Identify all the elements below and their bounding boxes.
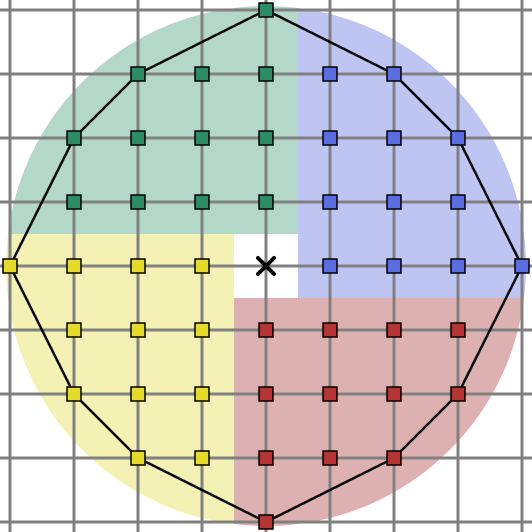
green-marker [130, 130, 146, 146]
yellow-marker [66, 258, 82, 274]
yellow-marker [194, 450, 210, 466]
yellow-marker [2, 258, 18, 274]
yellow-marker [130, 450, 146, 466]
green-marker [66, 130, 82, 146]
green-marker [194, 194, 210, 210]
red-marker [386, 450, 402, 466]
green-marker [258, 2, 274, 18]
green-marker [66, 194, 82, 210]
yellow-marker [130, 258, 146, 274]
yellow-marker [194, 322, 210, 338]
green-marker [194, 66, 210, 82]
blue-marker [450, 130, 466, 146]
green-marker [258, 194, 274, 210]
green-marker [130, 66, 146, 82]
blue-marker [386, 258, 402, 274]
red-marker [386, 322, 402, 338]
yellow-marker [130, 322, 146, 338]
blue-marker [450, 194, 466, 210]
x-icon [256, 256, 276, 276]
green-marker [258, 130, 274, 146]
yellow-marker [66, 322, 82, 338]
red-marker [450, 386, 466, 402]
blue-marker [386, 130, 402, 146]
blue-marker [322, 258, 338, 274]
blue-marker [386, 66, 402, 82]
red-marker [258, 322, 274, 338]
yellow-marker [194, 258, 210, 274]
red-marker [322, 450, 338, 466]
red-marker [258, 386, 274, 402]
yellow-marker [130, 386, 146, 402]
yellow-marker [66, 386, 82, 402]
red-marker [322, 386, 338, 402]
green-marker [130, 194, 146, 210]
blue-marker [514, 258, 530, 274]
red-marker [386, 386, 402, 402]
blue-marker [322, 130, 338, 146]
blue-marker [386, 194, 402, 210]
red-marker [322, 322, 338, 338]
red-marker [258, 450, 274, 466]
blue-marker [322, 66, 338, 82]
red-marker [450, 322, 466, 338]
green-marker [194, 130, 210, 146]
green-marker [258, 66, 274, 82]
blue-marker [322, 194, 338, 210]
red-marker [258, 514, 274, 530]
blue-marker [450, 258, 466, 274]
yellow-marker [194, 386, 210, 402]
